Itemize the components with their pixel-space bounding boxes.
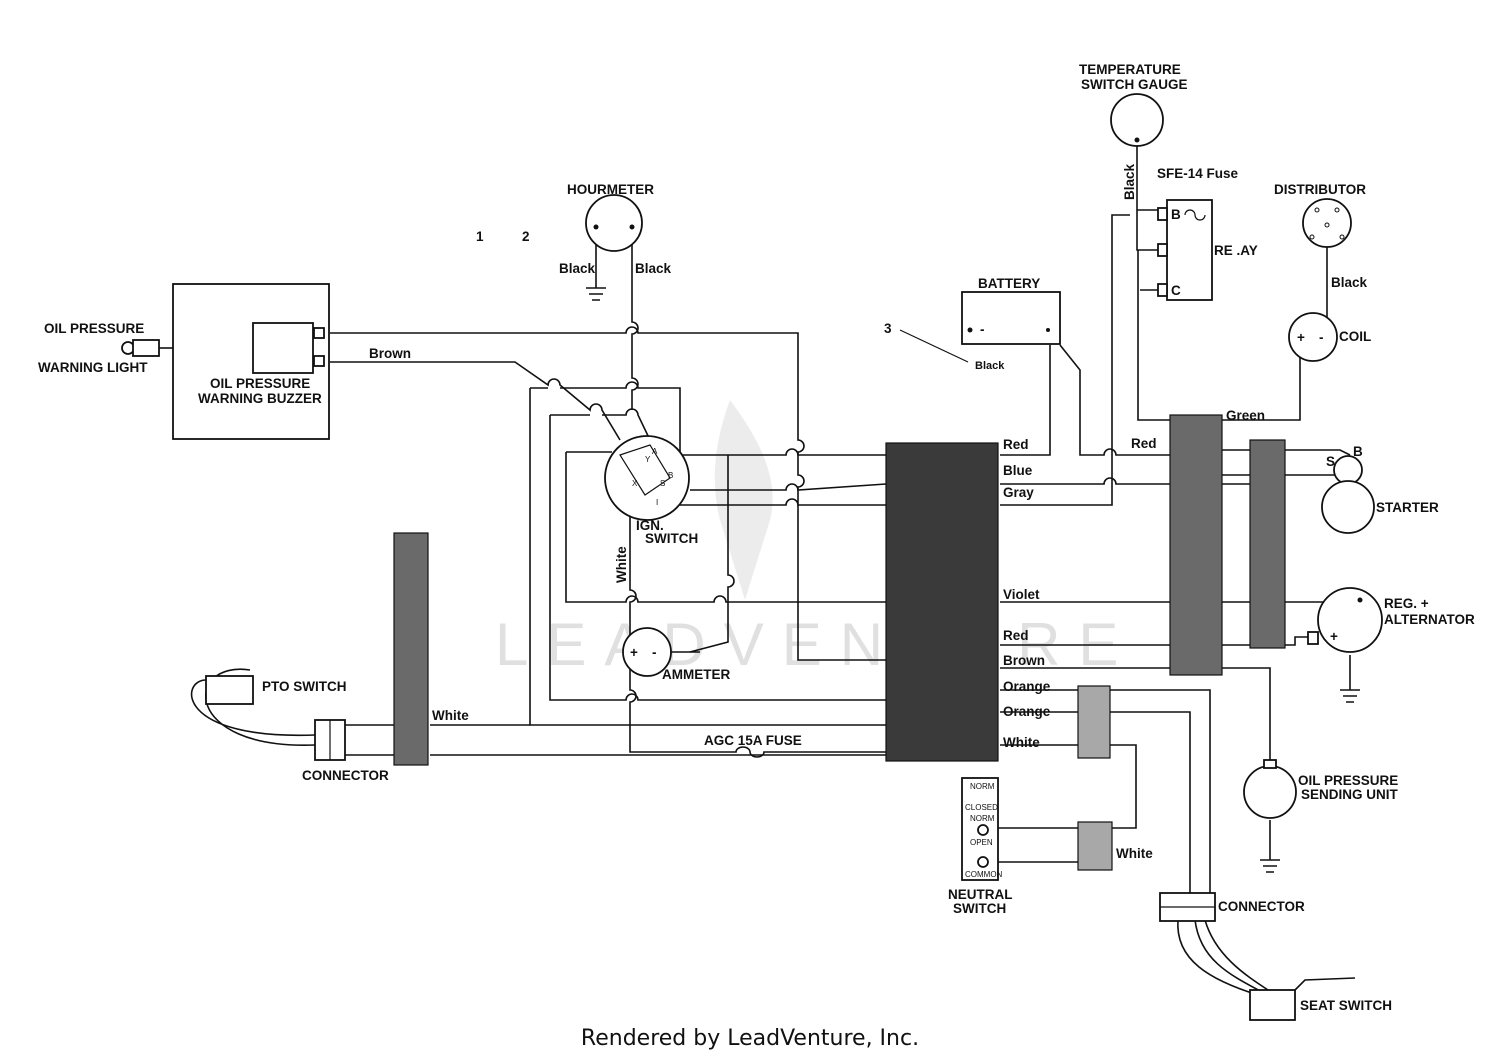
- harness-bundle-small: White: [1077, 685, 1153, 871]
- svg-text:Blue: Blue: [1003, 463, 1033, 478]
- svg-text:Y: Y: [645, 455, 651, 464]
- svg-text:ALTERNATOR: ALTERNATOR: [1384, 612, 1475, 627]
- svg-text:STARTER: STARTER: [1376, 500, 1439, 515]
- svg-text:IGN.: IGN.: [636, 518, 664, 533]
- oil-pressure-warning-light: OIL PRESSURE WARNING LIGHT: [38, 321, 173, 375]
- oil-pressure-warning-buzzer: OIL PRESSURE WARNING BUZZER: [172, 283, 330, 440]
- svg-text:-: -: [1319, 330, 1324, 345]
- svg-text:AMMETER: AMMETER: [662, 667, 730, 682]
- svg-text:SEAT SWITCH: SEAT SWITCH: [1300, 998, 1392, 1013]
- svg-text:Orange: Orange: [1003, 679, 1051, 694]
- svg-text:Red: Red: [1003, 437, 1029, 452]
- svg-text:S: S: [1326, 454, 1335, 469]
- connector-left: CONNECTOR White: [302, 708, 469, 783]
- svg-text:-: -: [980, 322, 985, 337]
- svg-text:B: B: [668, 471, 673, 480]
- svg-text:OIL PRESSURE: OIL PRESSURE: [1298, 773, 1398, 788]
- ref-number-3: 3: [884, 321, 892, 336]
- svg-text:Black: Black: [635, 261, 672, 276]
- svg-text:Black: Black: [559, 261, 596, 276]
- svg-text:B: B: [1171, 207, 1181, 222]
- relay: B C SFE-14 Fuse RE .AY: [1157, 166, 1258, 301]
- hourmeter: HOURMETER Black Black: [559, 182, 672, 276]
- watermark: LEADVENTURE: [495, 400, 1118, 678]
- svg-text:BATTERY: BATTERY: [978, 276, 1040, 291]
- svg-text:B: B: [1353, 444, 1363, 459]
- ignition-switch: A Y B S X I IGN. SWITCH: [604, 435, 698, 546]
- starter: B S STARTER: [1321, 444, 1439, 534]
- pto-switch: PTO SWITCH: [205, 675, 347, 705]
- svg-text:COIL: COIL: [1339, 329, 1371, 344]
- svg-text:SWITCH GAUGE: SWITCH GAUGE: [1081, 77, 1188, 92]
- svg-text:CONNECTOR: CONNECTOR: [302, 768, 389, 783]
- agc-fuse-label: AGC 15A FUSE: [704, 733, 802, 748]
- svg-text:NEUTRAL: NEUTRAL: [948, 887, 1013, 902]
- svg-text:Red: Red: [1003, 628, 1029, 643]
- footer-credit: Rendered by LeadVenture, Inc.: [581, 1026, 919, 1051]
- wires: [190, 145, 1360, 996]
- svg-text:OIL PRESSURE: OIL PRESSURE: [210, 376, 310, 391]
- svg-text:HOURMETER: HOURMETER: [567, 182, 654, 197]
- svg-text:Brown: Brown: [1003, 653, 1045, 668]
- svg-text:White: White: [432, 708, 469, 723]
- coil: + - COIL: [1288, 312, 1371, 362]
- svg-text:SENDING UNIT: SENDING UNIT: [1301, 787, 1399, 802]
- svg-text:+: +: [1297, 330, 1305, 345]
- distributor: DISTRIBUTOR Black: [1274, 182, 1368, 290]
- svg-text:Black: Black: [975, 360, 1005, 372]
- svg-text:RE .AY: RE .AY: [1214, 243, 1258, 258]
- svg-text:Red: Red: [1131, 436, 1157, 451]
- harness-bundle-main: Red Blue Gray Violet Red Brown Orange Or…: [885, 437, 1051, 762]
- ref-number-2: 2: [522, 229, 530, 244]
- wire-label-brown: Brown: [369, 346, 411, 361]
- seat-switch: SEAT SWITCH: [1249, 989, 1392, 1021]
- svg-text:White: White: [1116, 846, 1153, 861]
- wire-label-white-vertical: White: [614, 546, 629, 583]
- harness-bundle-left: [393, 532, 429, 766]
- svg-text:DISTRIBUTOR: DISTRIBUTOR: [1274, 182, 1366, 197]
- svg-text:NORM: NORM: [970, 814, 995, 823]
- svg-text:OIL PRESSURE: OIL PRESSURE: [44, 321, 144, 336]
- svg-text:White: White: [1003, 735, 1040, 750]
- connector-right: CONNECTOR: [1159, 892, 1305, 922]
- svg-text:OPEN: OPEN: [970, 838, 993, 847]
- svg-text:+: +: [630, 645, 638, 660]
- svg-text:CONNECTOR: CONNECTOR: [1218, 899, 1305, 914]
- svg-text:CLOSED: CLOSED: [965, 803, 998, 812]
- svg-text:Green: Green: [1226, 408, 1265, 423]
- svg-text:NORM: NORM: [970, 782, 995, 791]
- svg-text:+: +: [1330, 629, 1338, 644]
- svg-text:Violet: Violet: [1003, 587, 1040, 602]
- oil-pressure-sending-unit: OIL PRESSURE SENDING UNIT: [1243, 759, 1399, 819]
- svg-text:Black: Black: [1122, 163, 1137, 200]
- svg-text:X: X: [632, 479, 638, 488]
- ammeter: + - AMMETER: [622, 627, 730, 682]
- svg-text:A: A: [652, 447, 658, 456]
- svg-text:WARNING LIGHT: WARNING LIGHT: [38, 360, 148, 375]
- ref-number-1: 1: [476, 229, 484, 244]
- svg-text:PTO SWITCH: PTO SWITCH: [262, 679, 347, 694]
- svg-text:SFE-14 Fuse: SFE-14 Fuse: [1157, 166, 1239, 181]
- svg-text:Black: Black: [1331, 275, 1368, 290]
- temperature-switch-gauge: TEMPERATURE SWITCH GAUGE Black: [1079, 62, 1188, 200]
- svg-text:WARNING BUZZER: WARNING BUZZER: [198, 391, 322, 406]
- svg-text:TEMPERATURE: TEMPERATURE: [1079, 62, 1181, 77]
- svg-text:COMMON: COMMON: [965, 870, 1003, 879]
- harness-bundle-right: Green Red: [1131, 408, 1286, 676]
- svg-text:S: S: [660, 479, 665, 488]
- neutral-switch: NORM CLOSED NORM OPEN COMMON NEUTRAL SWI…: [948, 777, 1013, 916]
- svg-text:C: C: [1171, 283, 1181, 298]
- svg-text:SWITCH: SWITCH: [953, 901, 1006, 916]
- alternator: + REG. + ALTERNATOR: [1307, 587, 1475, 653]
- svg-text:Orange: Orange: [1003, 704, 1051, 719]
- svg-text:-: -: [652, 645, 657, 660]
- svg-text:I: I: [656, 498, 658, 507]
- battery: BATTERY - Black: [961, 276, 1061, 372]
- svg-text:Gray: Gray: [1003, 485, 1034, 500]
- svg-text:REG. +: REG. +: [1384, 596, 1429, 611]
- svg-text:SWITCH: SWITCH: [645, 531, 698, 546]
